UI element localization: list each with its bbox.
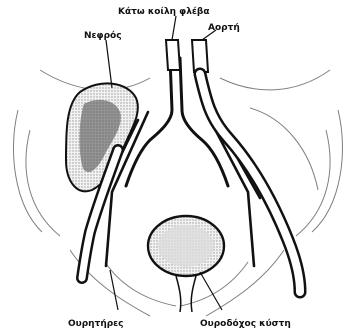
bladder [148,216,224,312]
vena-cava-label: Κάτω κοίλη φλέβα [118,6,210,17]
aorta-label: Αορτή [208,23,240,33]
vena-cava [166,40,180,70]
ureters-label: Ουρητήρες [68,319,124,329]
kidney [66,83,138,191]
bladder-label: Ουροδόχος κύστη [200,318,291,329]
kidney-label: Νεφρός [84,30,122,41]
aorta [192,40,208,72]
